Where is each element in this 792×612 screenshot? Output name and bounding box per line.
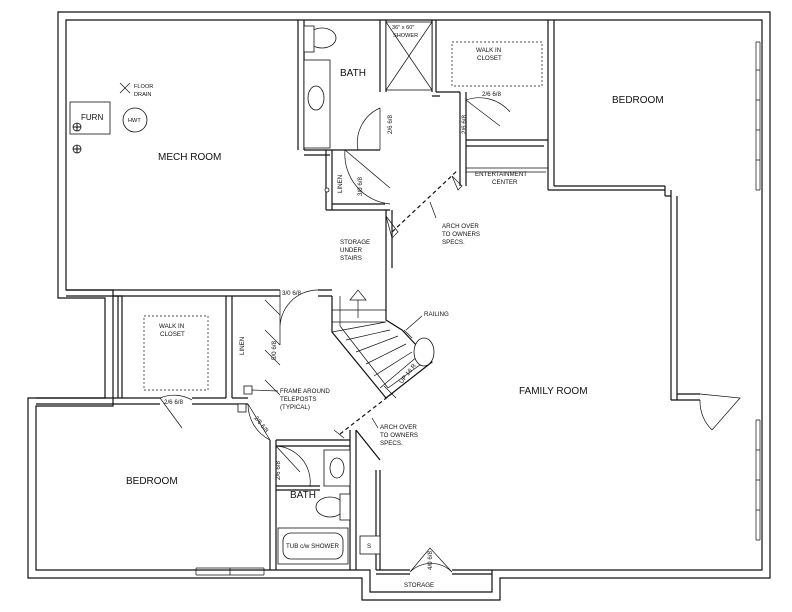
window-marks: [195, 41, 761, 576]
shower-label-1: 36" x 60": [392, 25, 414, 31]
storage-under-stairs-1: STORAGE: [340, 239, 370, 246]
doors: [159, 97, 741, 573]
arch-upper-note-2: TO OWNERS: [442, 231, 480, 238]
room-family: FAMILY ROOM: [519, 386, 588, 397]
door-bath-upper: 2/6 6/8: [387, 115, 394, 134]
arch-upper-note-1: ARCH OVER: [442, 223, 479, 230]
tub-label: TUB c/w SHOWER: [286, 543, 339, 550]
interior-walls: [36, 20, 700, 575]
frame-teleposts-3: (TYPICAL): [280, 404, 310, 411]
arch-lower-note-3: SPECS.: [380, 440, 403, 447]
door-linen-lower: 5/0 6/8: [271, 341, 278, 360]
entertainment-center-1: ENTERTAINMENT: [475, 171, 527, 178]
linen-lower-label: LINEN: [239, 337, 246, 355]
frame-teleposts-1: FRAME AROUND: [280, 388, 330, 395]
door-bedroom-upper: 2/6 6/8: [482, 91, 501, 98]
room-bath-lower: BATH: [290, 490, 316, 501]
staircase: [331, 268, 435, 399]
hwt-label: HWT: [128, 118, 141, 124]
storage-under-stairs-2: UNDER: [340, 247, 363, 254]
walk-in-closet-lower-1: WALK IN: [159, 323, 184, 330]
arch-lower-note-2: TO OWNERS: [380, 432, 418, 439]
door-storage-bottom: 4/0 6/8: [427, 551, 434, 570]
door-linen-upper: 3/0 6/8: [357, 177, 364, 196]
furnace-label: FURN: [81, 113, 103, 122]
room-bath-upper: BATH: [340, 68, 366, 79]
up-16r-label: UP 16 R: [398, 362, 418, 385]
door-stairs-storage: 3/0 6/8: [282, 290, 301, 297]
walk-in-closet-upper-1: WALK IN: [476, 47, 501, 54]
railing-label: RAILING: [424, 311, 449, 318]
walk-in-closet-lower-2: CLOSET: [160, 331, 185, 338]
notes: ARCH OVER TO OWNERS SPECS. ARCH OVER TO …: [251, 223, 480, 447]
room-labels: MECH ROOM BATH BEDROOM FAMILY ROOM BEDRO…: [126, 68, 664, 589]
arch-beams: [333, 169, 463, 439]
entertainment-center-2: CENTER: [492, 179, 518, 186]
arch-lower-note-1: ARCH OVER: [380, 424, 417, 431]
fixtures-graphics: [69, 21, 543, 565]
sump-label: S: [367, 543, 371, 550]
floor-drain-label-2: DRAIN: [134, 92, 151, 98]
room-storage-bottom: STORAGE: [404, 582, 434, 589]
floor-drain-label-1: FLOOR: [134, 84, 153, 90]
door-bedroom-upper-2: 2/6 6/8: [461, 115, 468, 134]
room-bedroom-lower: BEDROOM: [126, 476, 178, 487]
door-closet-lower: 2/6 6/8: [164, 399, 183, 406]
room-bedroom-upper: BEDROOM: [612, 95, 664, 106]
room-mech: MECH ROOM: [158, 152, 221, 163]
linen-upper-label: LINEN: [337, 175, 344, 193]
door-bath-lower: 2/6 6/8: [275, 461, 282, 480]
shower-label-2: SHOWER: [393, 33, 418, 39]
storage-under-stairs-3: STAIRS: [340, 255, 362, 262]
arch-upper-note-3: SPECS.: [442, 239, 465, 246]
fixture-labels: FURN HWT FLOOR DRAIN 36" x 60" SHOWER WA…: [81, 25, 527, 550]
walk-in-closet-upper-2: CLOSET: [477, 55, 502, 62]
door-bedroom-lower: 2/6 6/8: [252, 415, 270, 435]
frame-teleposts-2: TELEPOSTS: [280, 396, 316, 403]
